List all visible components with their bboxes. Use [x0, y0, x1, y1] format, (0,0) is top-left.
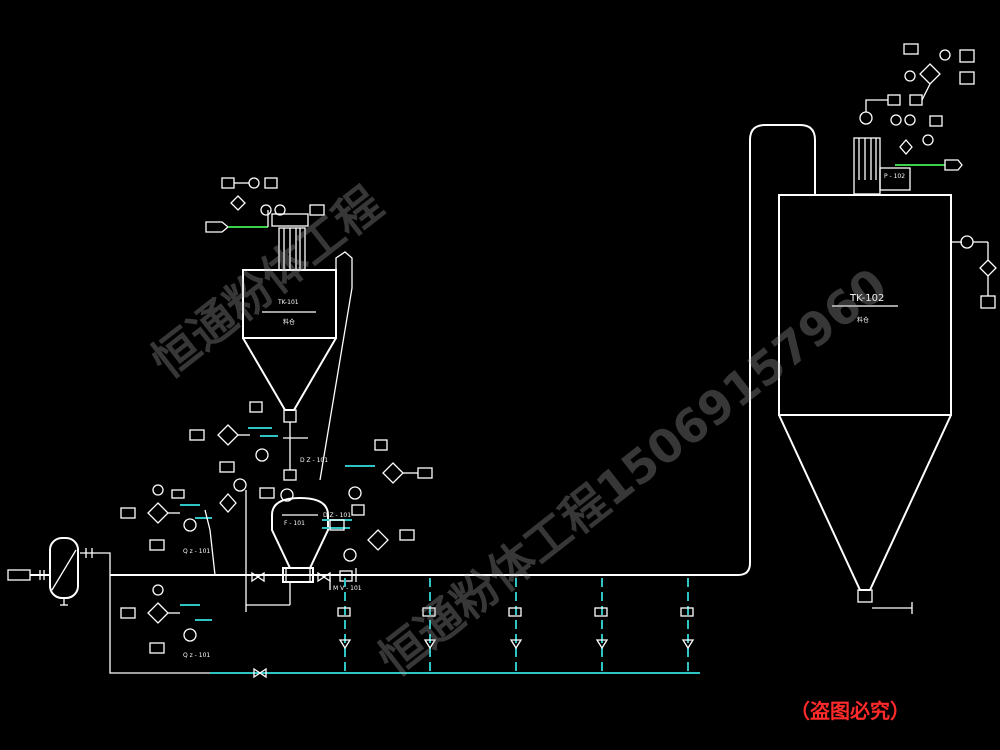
watermark-secondary: 恒通粉体工程15069157960 [369, 257, 897, 686]
svg-text:M V - 101: M V - 101 [333, 585, 362, 592]
watermark-primary: 恒通粉体工程 [142, 176, 393, 388]
blow-tank-feed [280, 422, 308, 502]
tk102-name: 料仓 [857, 316, 869, 324]
control-loop-f101-right: D Z - 101 D Z - 101 M V - 101 F - 101 [284, 439, 433, 592]
tk102-tag: TK-102 [849, 293, 884, 304]
control-loop-left-upper: Q z - 101 [120, 484, 216, 576]
tk101-name: 料仓 [283, 318, 295, 326]
booster-air-header [210, 578, 700, 679]
svg-text:D Z - 101: D Z - 101 [300, 457, 328, 464]
blow-tank-f101 [271, 496, 329, 583]
filter-top-tk102: P - 102 [853, 111, 911, 195]
tk101-tag: TK-101 [277, 299, 299, 306]
svg-text:F - 101: F - 101 [284, 520, 305, 527]
level-instrument-tk102 [951, 235, 997, 309]
svg-text:Q z - 101: Q z - 101 [183, 652, 210, 659]
instrument-cluster-tk101-top [205, 177, 325, 233]
air-receiver [49, 537, 79, 606]
conveying-line [7, 124, 816, 674]
svg-text:Q z - 101: Q z - 101 [183, 548, 210, 555]
instrument-cluster-tk102-top [865, 43, 975, 171]
control-loop-left-lower: Q z - 101 [120, 584, 212, 659]
filter-top-tk101 [271, 213, 353, 481]
control-loop-hopper [189, 401, 278, 513]
svg-text:D Z - 101: D Z - 101 [323, 512, 351, 519]
tank-tk102: TK-102 料仓 [778, 194, 952, 614]
copyright-stamp: （盗图必究） [790, 699, 910, 723]
svg-text:P - 102: P - 102 [884, 173, 905, 180]
